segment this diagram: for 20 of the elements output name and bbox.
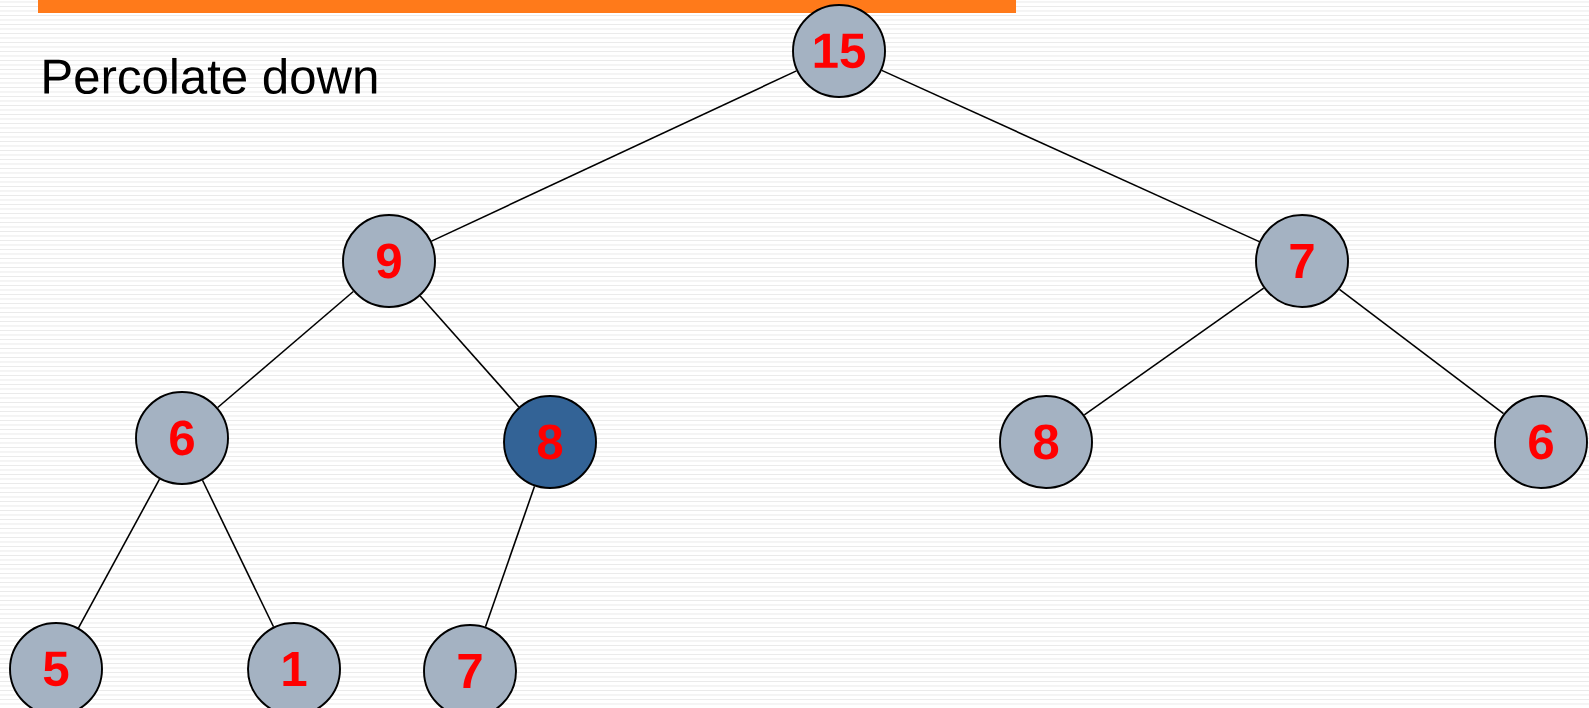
heap-node: 15 bbox=[792, 4, 886, 98]
slide-title: Percolate down bbox=[44, 57, 377, 95]
heap-node: 7 bbox=[1255, 214, 1349, 308]
heap-node: 9 bbox=[342, 214, 436, 308]
heap-node: 5 bbox=[9, 622, 103, 708]
heap-node: 6 bbox=[1494, 395, 1588, 489]
heap-node: 7 bbox=[423, 624, 517, 708]
heap-node: 1 bbox=[247, 622, 341, 708]
tree-edge bbox=[216, 290, 355, 409]
tree-edge bbox=[1083, 287, 1265, 416]
tree-edge bbox=[430, 70, 798, 242]
tree-edge bbox=[881, 69, 1261, 243]
tree-edge bbox=[201, 479, 275, 628]
tree-edge bbox=[77, 478, 161, 629]
highlighted-heap-node: 8 bbox=[503, 395, 597, 489]
tree-edge bbox=[1338, 288, 1505, 415]
tree-edge bbox=[484, 485, 536, 628]
heap-node: 8 bbox=[999, 395, 1093, 489]
tree-edge bbox=[419, 295, 520, 408]
heap-node: 6 bbox=[135, 391, 229, 485]
